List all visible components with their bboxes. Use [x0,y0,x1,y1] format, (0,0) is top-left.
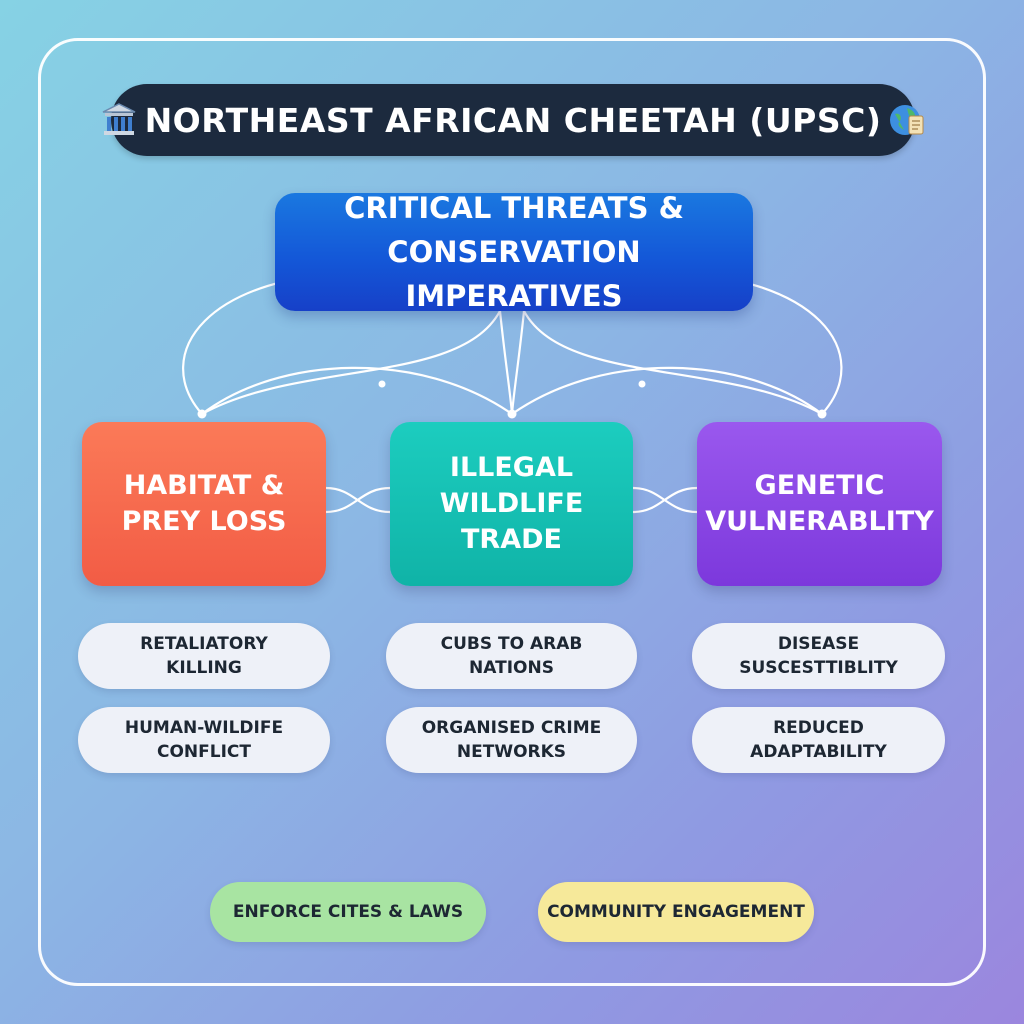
detail-card-label: CUBS TO ARAB NATIONS [440,634,583,678]
connector-central-to-trade-left [498,309,514,416]
outer-frame [38,38,986,986]
globe-scroll-icon [887,97,927,143]
branch-label: ILLEGAL WILDLIFE TRADE [439,452,584,555]
detail-card-label: REDUCED ADAPTABILITY [750,718,887,762]
connector-node [507,409,517,419]
connector-trade-genetic-b [631,486,699,514]
connector-node [638,380,646,388]
detail-card-human-wildlife-conflict: HUMAN-WILDIFE CONFLICT [78,707,330,773]
connector-top-arc [200,366,514,416]
detail-card-label: ORGANISED CRIME NETWORKS [421,718,602,762]
action-label: ENFORCE CITES & LAWS [232,902,464,922]
detail-card-reduced-adaptability: REDUCED ADAPTABILITY [692,707,945,773]
connector-top-arc-right [510,366,824,416]
branch-habitat-prey-loss: HABITAT & PREY LOSS [82,422,326,586]
detail-card-disease-susceptibility: DISEASE SUSCESTTIBLITY [692,623,945,689]
connector-central-to-trade-right [510,309,526,416]
detail-card-cubs-to-arab-nations: CUBS TO ARAB NATIONS [386,623,637,689]
connector-central-right-cross [522,309,824,416]
connector-node [197,409,207,419]
branch-genetic-vulnerability: GENETIC VULNERABLITY [697,422,942,586]
connector-node [817,409,827,419]
connector-habitat-trade-b [324,486,392,514]
action-community-engagement: COMMUNITY ENGAGEMENT [538,882,814,942]
page-title: NORTHEAST AFRICAN CHEETAH (UPSC) [144,100,882,140]
action-enforce-cites-laws: ENFORCE CITES & LAWS [210,882,486,942]
action-label: COMMUNITY ENGAGEMENT [547,902,805,922]
central-topic-label: CRITICAL THREATS & CONSERVATION IMPERATI… [344,191,684,313]
branch-label: GENETIC VULNERABLITY [705,470,934,537]
title-banner: NORTHEAST AFRICAN CHEETAH (UPSC) [102,84,924,156]
connector-central-left-cross [200,309,502,416]
branch-label: HABITAT & PREY LOSS [121,470,287,537]
central-topic-box: CRITICAL THREATS & CONSERVATION IMPERATI… [275,191,753,313]
detail-card-label: HUMAN-WILDIFE CONFLICT [124,718,284,762]
branch-illegal-wildlife-trade: ILLEGAL WILDLIFE TRADE [390,422,633,586]
connector-node [378,380,386,388]
detail-card-retaliatory-killing: RETALIATORY KILLING [78,623,330,689]
detail-card-label: RETALIATORY KILLING [140,634,268,678]
detail-card-organised-crime-networks: ORGANISED CRIME NETWORKS [386,707,637,773]
institution-building-icon [99,97,139,143]
detail-card-label: DISEASE SUSCESTTIBLITY [739,634,898,678]
